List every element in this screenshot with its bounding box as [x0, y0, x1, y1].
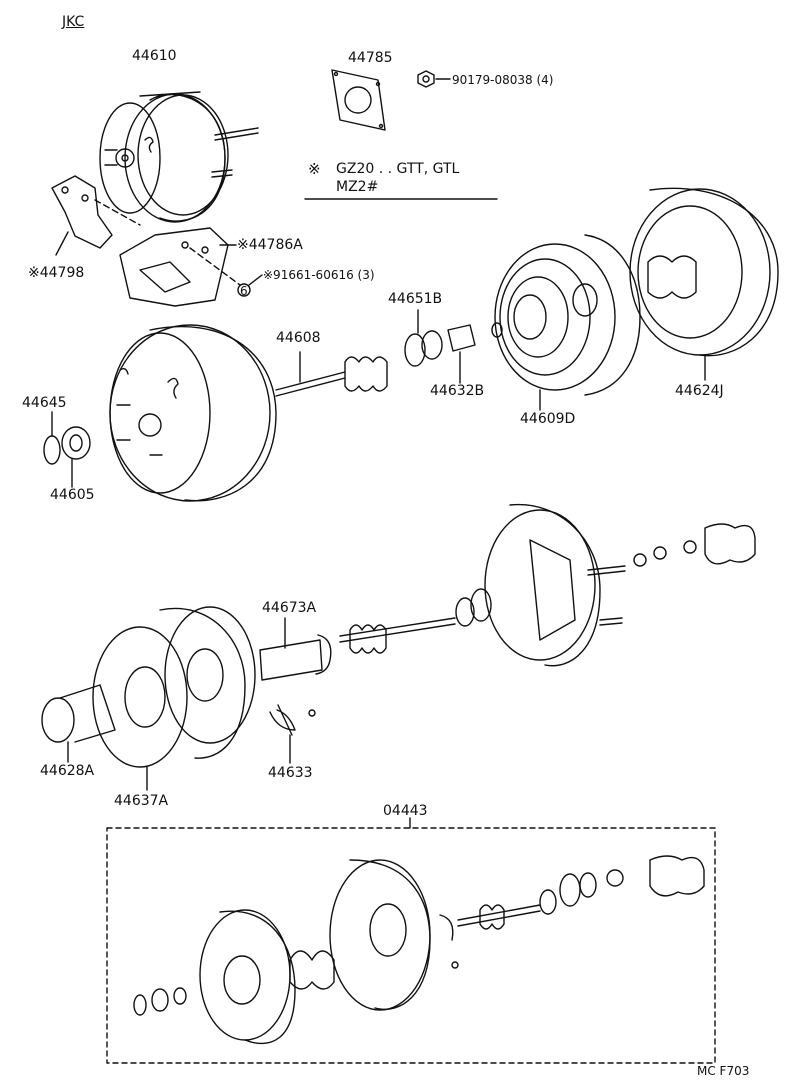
footer-code: MC F703: [697, 1064, 750, 1078]
callout-04443: 04443: [383, 803, 428, 819]
front-shell-lower: [484, 503, 756, 667]
callout-44633: 44633: [268, 765, 313, 781]
callout-44798: ※44798: [28, 265, 85, 281]
retainer-44628A: [41, 684, 116, 763]
seal-44605: [61, 426, 91, 488]
diaphragm-44609D: [494, 234, 641, 411]
callout-90179: 90179-08038 (4): [452, 73, 554, 87]
callout-91661: ※91661-60616 (3): [263, 268, 375, 282]
seal-44645: [43, 411, 61, 465]
key-44633: [269, 704, 316, 764]
callout-44632B: 44632B: [430, 383, 485, 399]
callout-44605: 44605: [50, 487, 95, 503]
callout-44673A: 44673A: [262, 600, 317, 616]
callout-44637A: 44637A: [114, 793, 169, 809]
valve-parts-44651B: [404, 309, 503, 384]
callout-44785: 44785: [348, 50, 393, 66]
valve-body-44673A: [259, 588, 492, 681]
push-rod-44608: [275, 351, 388, 397]
rear-shell-44624J: [629, 187, 779, 381]
booster-assembly-44610: [99, 91, 259, 223]
nut-90179-08038: [417, 70, 451, 88]
note-symbol: ※: [308, 160, 321, 178]
callout-44624J: 44624J: [675, 383, 724, 399]
bracket-44798: [51, 175, 141, 256]
bracket-44786A: [119, 227, 251, 307]
callout-44609D: 44609D: [520, 411, 576, 427]
booster-shell-front: [109, 324, 277, 502]
gasket-44785: [331, 69, 386, 131]
callout-44608: 44608: [276, 330, 321, 346]
note-line1: GZ20 . . GTT, GTL: [336, 161, 460, 177]
circle-marker-6: 6: [240, 284, 248, 298]
callout-44610: 44610: [132, 48, 177, 64]
callout-44645: 44645: [22, 395, 67, 411]
callout-44786A: ※44786A: [237, 237, 303, 253]
kit-box-04443: [106, 817, 716, 1064]
callout-44651B: 44651B: [388, 291, 443, 307]
callout-44628A: 44628A: [40, 763, 95, 779]
diaphragm-44637A: [92, 606, 256, 791]
note-line2: MZ2#: [336, 179, 379, 195]
model-code: JKC: [62, 14, 85, 30]
